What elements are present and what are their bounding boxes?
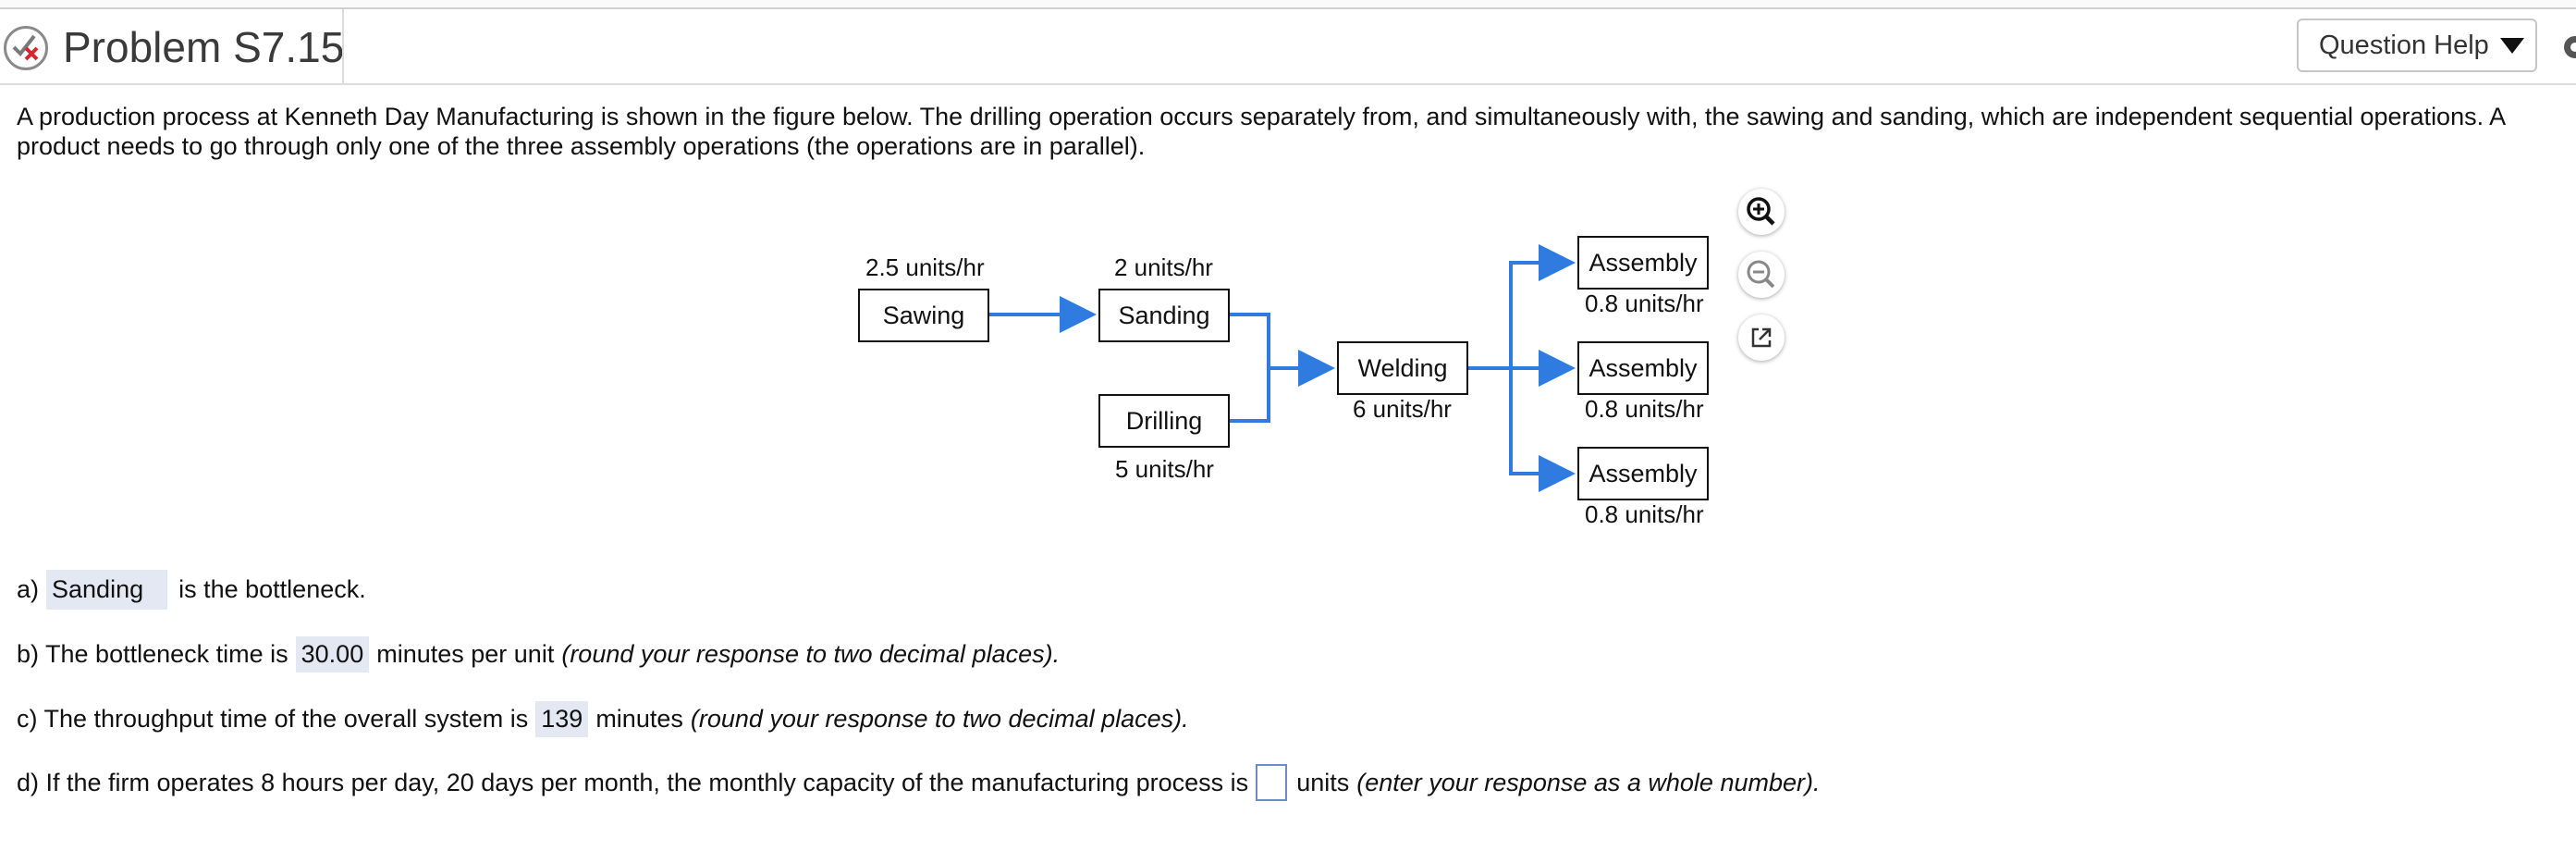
caret-down-icon bbox=[2499, 37, 2524, 54]
question-b-suffix: minutes per unit bbox=[376, 640, 555, 668]
answer-a-field[interactable]: Sanding bbox=[46, 570, 168, 610]
question-c: c) The throughput time of the overall sy… bbox=[17, 701, 1189, 737]
assembly-box-3: Assembly bbox=[1577, 447, 1709, 500]
gear-icon[interactable] bbox=[2559, 31, 2576, 63]
drilling-rate: 5 units/hr bbox=[1115, 455, 1214, 483]
top-bar bbox=[0, 0, 2576, 9]
assembly-rate-1: 0.8 units/hr bbox=[1585, 290, 1704, 317]
sawing-rate: 2.5 units/hr bbox=[865, 253, 985, 281]
assembly-rate-3: 0.8 units/hr bbox=[1585, 500, 1704, 528]
question-d-prefix: d) If the firm operates 8 hours per day,… bbox=[17, 768, 1249, 796]
problem-statement: A production process at Kenneth Day Manu… bbox=[17, 103, 2505, 160]
page-title: Problem S7.15 bbox=[63, 23, 345, 71]
question-b-prefix: b) The bottleneck time is bbox=[17, 640, 288, 668]
question-c-hint: (round your response to two decimal plac… bbox=[690, 705, 1189, 733]
welding-rate: 6 units/hr bbox=[1353, 395, 1452, 423]
open-external-icon[interactable] bbox=[1738, 314, 1785, 361]
sawing-box: Sawing bbox=[858, 289, 989, 342]
question-c-suffix: minutes bbox=[595, 705, 683, 733]
question-b: b) The bottleneck time is 30.00 minutes … bbox=[17, 636, 1060, 672]
assembly-rate-2: 0.8 units/hr bbox=[1585, 395, 1704, 423]
question-a-suffix: is the bottleneck. bbox=[178, 575, 366, 603]
question-help-label: Question Help bbox=[2319, 30, 2489, 60]
sanding-box: Sanding bbox=[1098, 289, 1230, 342]
header: Problem S7.15 Question Help bbox=[0, 9, 2576, 85]
drilling-box: Drilling bbox=[1098, 394, 1230, 448]
zoom-out-icon[interactable] bbox=[1738, 252, 1785, 298]
question-help-button[interactable]: Question Help bbox=[2297, 18, 2537, 72]
answer-c-field[interactable]: 139 bbox=[535, 701, 589, 737]
welding-box: Welding bbox=[1337, 341, 1468, 395]
question-c-prefix: c) The throughput time of the overall sy… bbox=[17, 705, 529, 733]
question-a: a) Sanding is the bottleneck. bbox=[17, 570, 366, 610]
question-d-suffix: units bbox=[1296, 768, 1350, 796]
question-b-hint: (round your response to two decimal plac… bbox=[561, 640, 1061, 668]
answer-d-input[interactable] bbox=[1256, 764, 1288, 801]
question-d: d) If the firm operates 8 hours per day,… bbox=[17, 764, 1821, 801]
zoom-in-icon[interactable] bbox=[1738, 189, 1785, 235]
question-a-prefix: a) bbox=[17, 575, 40, 603]
assembly-box-2: Assembly bbox=[1577, 341, 1709, 395]
title-divider bbox=[342, 9, 344, 83]
question-d-hint: (enter your response as a whole number). bbox=[1356, 768, 1821, 796]
partial-credit-icon bbox=[4, 26, 48, 70]
assembly-box-1: Assembly bbox=[1577, 236, 1709, 290]
answer-b-field[interactable]: 30.00 bbox=[295, 636, 370, 672]
sanding-rate: 2 units/hr bbox=[1114, 253, 1213, 281]
